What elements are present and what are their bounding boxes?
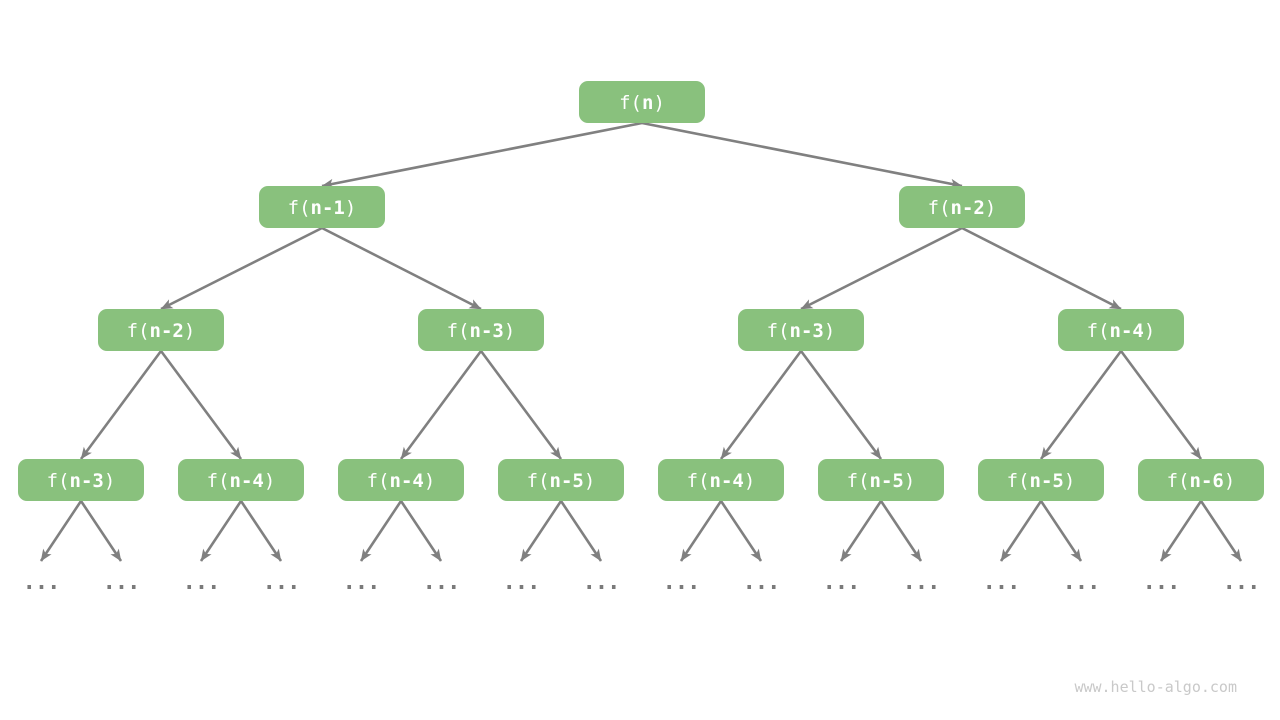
- tree-node-box: [178, 459, 304, 501]
- tree-node-box: [418, 309, 544, 351]
- tree-node-label: f(n-4): [367, 470, 436, 492]
- tree-node: f(n-6): [1138, 459, 1264, 501]
- tree-node-box: [658, 459, 784, 501]
- tree-node-label: f(n-1): [288, 197, 357, 219]
- tree-node-box: [978, 459, 1104, 501]
- leaf-arrows-layer: [39, 500, 1243, 562]
- leaf-edge-arrow: [559, 500, 603, 562]
- tree-node-box: [1058, 309, 1184, 351]
- leaf-edge-arrow: [79, 500, 123, 562]
- tree-node-label: f(n-4): [687, 470, 756, 492]
- tree-node: f(n-2): [98, 309, 224, 351]
- edge-arrow: [1039, 350, 1123, 460]
- leaf-edge-arrow: [679, 500, 723, 562]
- ellipsis: ...: [983, 570, 1020, 595]
- tree-node: f(n-5): [818, 459, 944, 501]
- leaf-edge-arrow: [199, 500, 243, 562]
- edge-arrow: [160, 226, 323, 311]
- tree-node-box: [738, 309, 864, 351]
- edge-arrow: [399, 350, 483, 460]
- tree-node-box: [579, 81, 705, 123]
- tree-node: f(n-4): [338, 459, 464, 501]
- edge-arrow: [800, 226, 963, 311]
- nodes-layer: f(n) f(n-1) f(n-2) f(n-2) f(n-3) f(n-3) f(n-4)…: [18, 81, 1264, 501]
- ellipsis: ...: [23, 570, 60, 595]
- edge-arrow: [79, 350, 163, 460]
- leaf-edge-arrow: [719, 500, 763, 562]
- tree-node: f(n): [579, 81, 705, 123]
- tree-node: f(n-4): [1058, 309, 1184, 351]
- tree-node-box: [338, 459, 464, 501]
- tree-node-label: f(n-2): [928, 197, 997, 219]
- tree-node-label: f(n-3): [47, 470, 116, 492]
- tree-node: f(n-4): [658, 459, 784, 501]
- tree-node-label: f(n-4): [1087, 320, 1156, 342]
- ellipsis: ...: [823, 570, 860, 595]
- leaf-edge-arrow: [239, 500, 283, 562]
- ellipsis: ...: [583, 570, 620, 595]
- ellipsis: ...: [1223, 570, 1260, 595]
- tree-node-label: f(n-3): [767, 320, 836, 342]
- ellipsis: ...: [903, 570, 940, 595]
- edge-arrow: [479, 350, 563, 460]
- edges-layer: [79, 121, 1203, 460]
- ellipsis: ...: [183, 570, 220, 595]
- tree-node-label: f(n-4): [207, 470, 276, 492]
- tree-node-label: f(n-5): [847, 470, 916, 492]
- tree-node-box: [498, 459, 624, 501]
- ellipsis: ...: [263, 570, 300, 595]
- tree-node: f(n-2): [899, 186, 1025, 228]
- tree-node-box: [1138, 459, 1264, 501]
- edge-arrow: [719, 350, 803, 460]
- tree-node-label: f(n-5): [527, 470, 596, 492]
- leaf-edge-arrow: [519, 500, 563, 562]
- ellipsis: ...: [423, 570, 460, 595]
- ellipsis: ...: [103, 570, 140, 595]
- tree-node-label: f(n-5): [1007, 470, 1076, 492]
- edge-arrow: [159, 350, 243, 460]
- ellipsis: ...: [663, 570, 700, 595]
- leaf-edge-arrow: [39, 500, 83, 562]
- leaf-edge-arrow: [359, 500, 403, 562]
- ellipsis: ...: [503, 570, 540, 595]
- edge-arrow: [321, 121, 643, 189]
- ellipsis: ...: [1063, 570, 1100, 595]
- tree-node-label: f(n-6): [1167, 470, 1236, 492]
- leaf-edge-arrow: [1039, 500, 1083, 562]
- tree-node: f(n-3): [738, 309, 864, 351]
- tree-node: f(n-3): [18, 459, 144, 501]
- tree-node-box: [818, 459, 944, 501]
- tree-node-label: f(n): [619, 92, 665, 114]
- tree-node-box: [98, 309, 224, 351]
- tree-node: f(n-4): [178, 459, 304, 501]
- edge-arrow: [321, 226, 482, 311]
- tree-node-box: [18, 459, 144, 501]
- tree-node: f(n-5): [498, 459, 624, 501]
- tree-node-label: f(n-2): [127, 320, 196, 342]
- edge-arrow: [641, 121, 963, 189]
- tree-node: f(n-5): [978, 459, 1104, 501]
- ellipsis: ...: [1143, 570, 1180, 595]
- tree-node-box: [259, 186, 385, 228]
- edge-arrow: [1119, 350, 1203, 460]
- ellipsis-layer: ........................................…: [23, 570, 1261, 595]
- tree-node-label: f(n-3): [447, 320, 516, 342]
- ellipsis: ...: [743, 570, 780, 595]
- tree-node: f(n-1): [259, 186, 385, 228]
- edge-arrow: [799, 350, 883, 460]
- tree-node: f(n-3): [418, 309, 544, 351]
- leaf-edge-arrow: [1199, 500, 1243, 562]
- ellipsis: ...: [343, 570, 380, 595]
- leaf-edge-arrow: [839, 500, 883, 562]
- leaf-edge-arrow: [879, 500, 923, 562]
- tree-node-box: [899, 186, 1025, 228]
- leaf-edge-arrow: [399, 500, 443, 562]
- leaf-edge-arrow: [999, 500, 1043, 562]
- watermark: www.hello-algo.com: [1074, 678, 1237, 696]
- edge-arrow: [961, 226, 1122, 311]
- leaf-edge-arrow: [1159, 500, 1203, 562]
